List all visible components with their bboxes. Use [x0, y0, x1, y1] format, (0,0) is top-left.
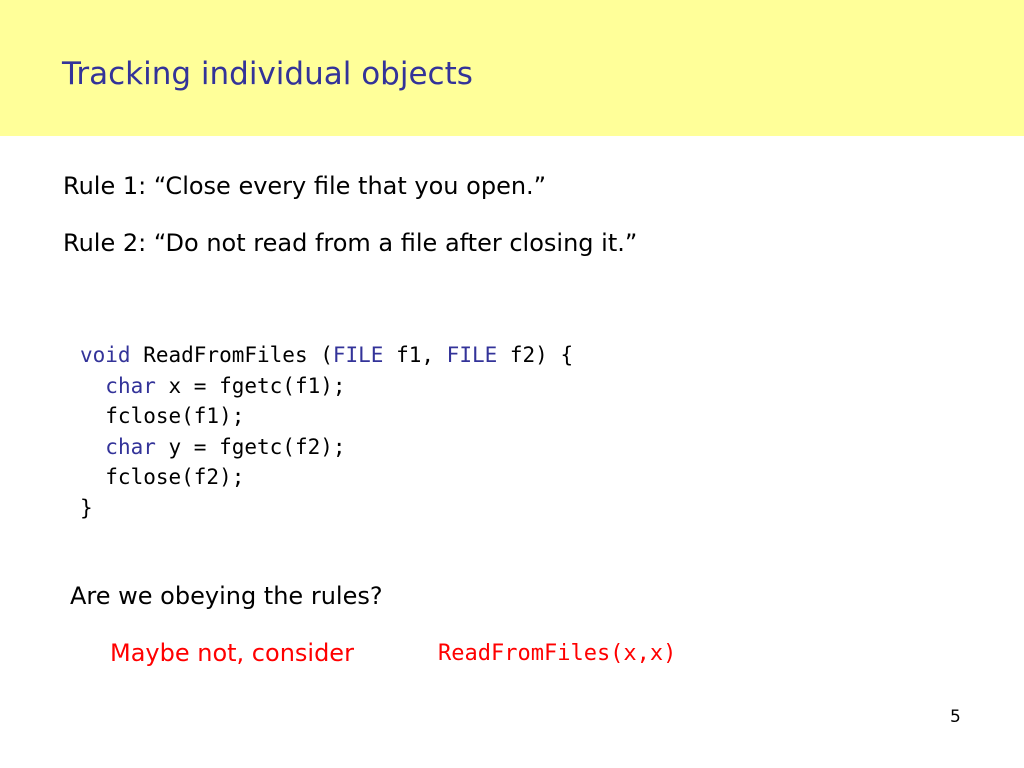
code-line-3: fclose(f1);	[80, 404, 245, 428]
code-line-5: fclose(f2);	[80, 465, 245, 489]
keyword-file: FILE	[446, 343, 498, 367]
code-line-1: void ReadFromFiles (FILE f1, FILE f2) {	[80, 340, 573, 371]
code-text: f2) {	[497, 343, 574, 367]
question-text: Are we obeying the rules?	[70, 582, 383, 610]
code-indent	[80, 435, 105, 459]
keyword-file: FILE	[332, 343, 384, 367]
keyword-char: char	[105, 373, 156, 398]
code-line-4: char y = fgetc(f2);	[80, 432, 573, 463]
keyword-char: char	[105, 434, 156, 459]
page-number: 5	[950, 707, 961, 727]
code-text: ReadFromFiles (	[130, 343, 333, 367]
code-text: y = fgetc(f2);	[155, 434, 346, 459]
code-text: x = fgetc(f1);	[155, 373, 346, 398]
keyword-void: void	[80, 343, 131, 367]
answer-code: ReadFromFiles(x,x)	[438, 641, 677, 666]
code-text: f1,	[383, 343, 447, 367]
rule-1-text: Rule 1: “Close every file that you open.…	[63, 172, 547, 200]
code-line-2: char x = fgetc(f1);	[80, 371, 573, 402]
slide-title: Tracking individual objects	[62, 56, 473, 92]
code-indent	[80, 374, 105, 398]
answer-text: Maybe not, consider	[110, 639, 354, 667]
rule-2-text: Rule 2: “Do not read from a file after c…	[63, 229, 638, 257]
code-block: void ReadFromFiles (FILE f1, FILE f2) { …	[80, 340, 573, 523]
title-banner	[0, 0, 1024, 136]
code-line-6: }	[80, 495, 93, 520]
